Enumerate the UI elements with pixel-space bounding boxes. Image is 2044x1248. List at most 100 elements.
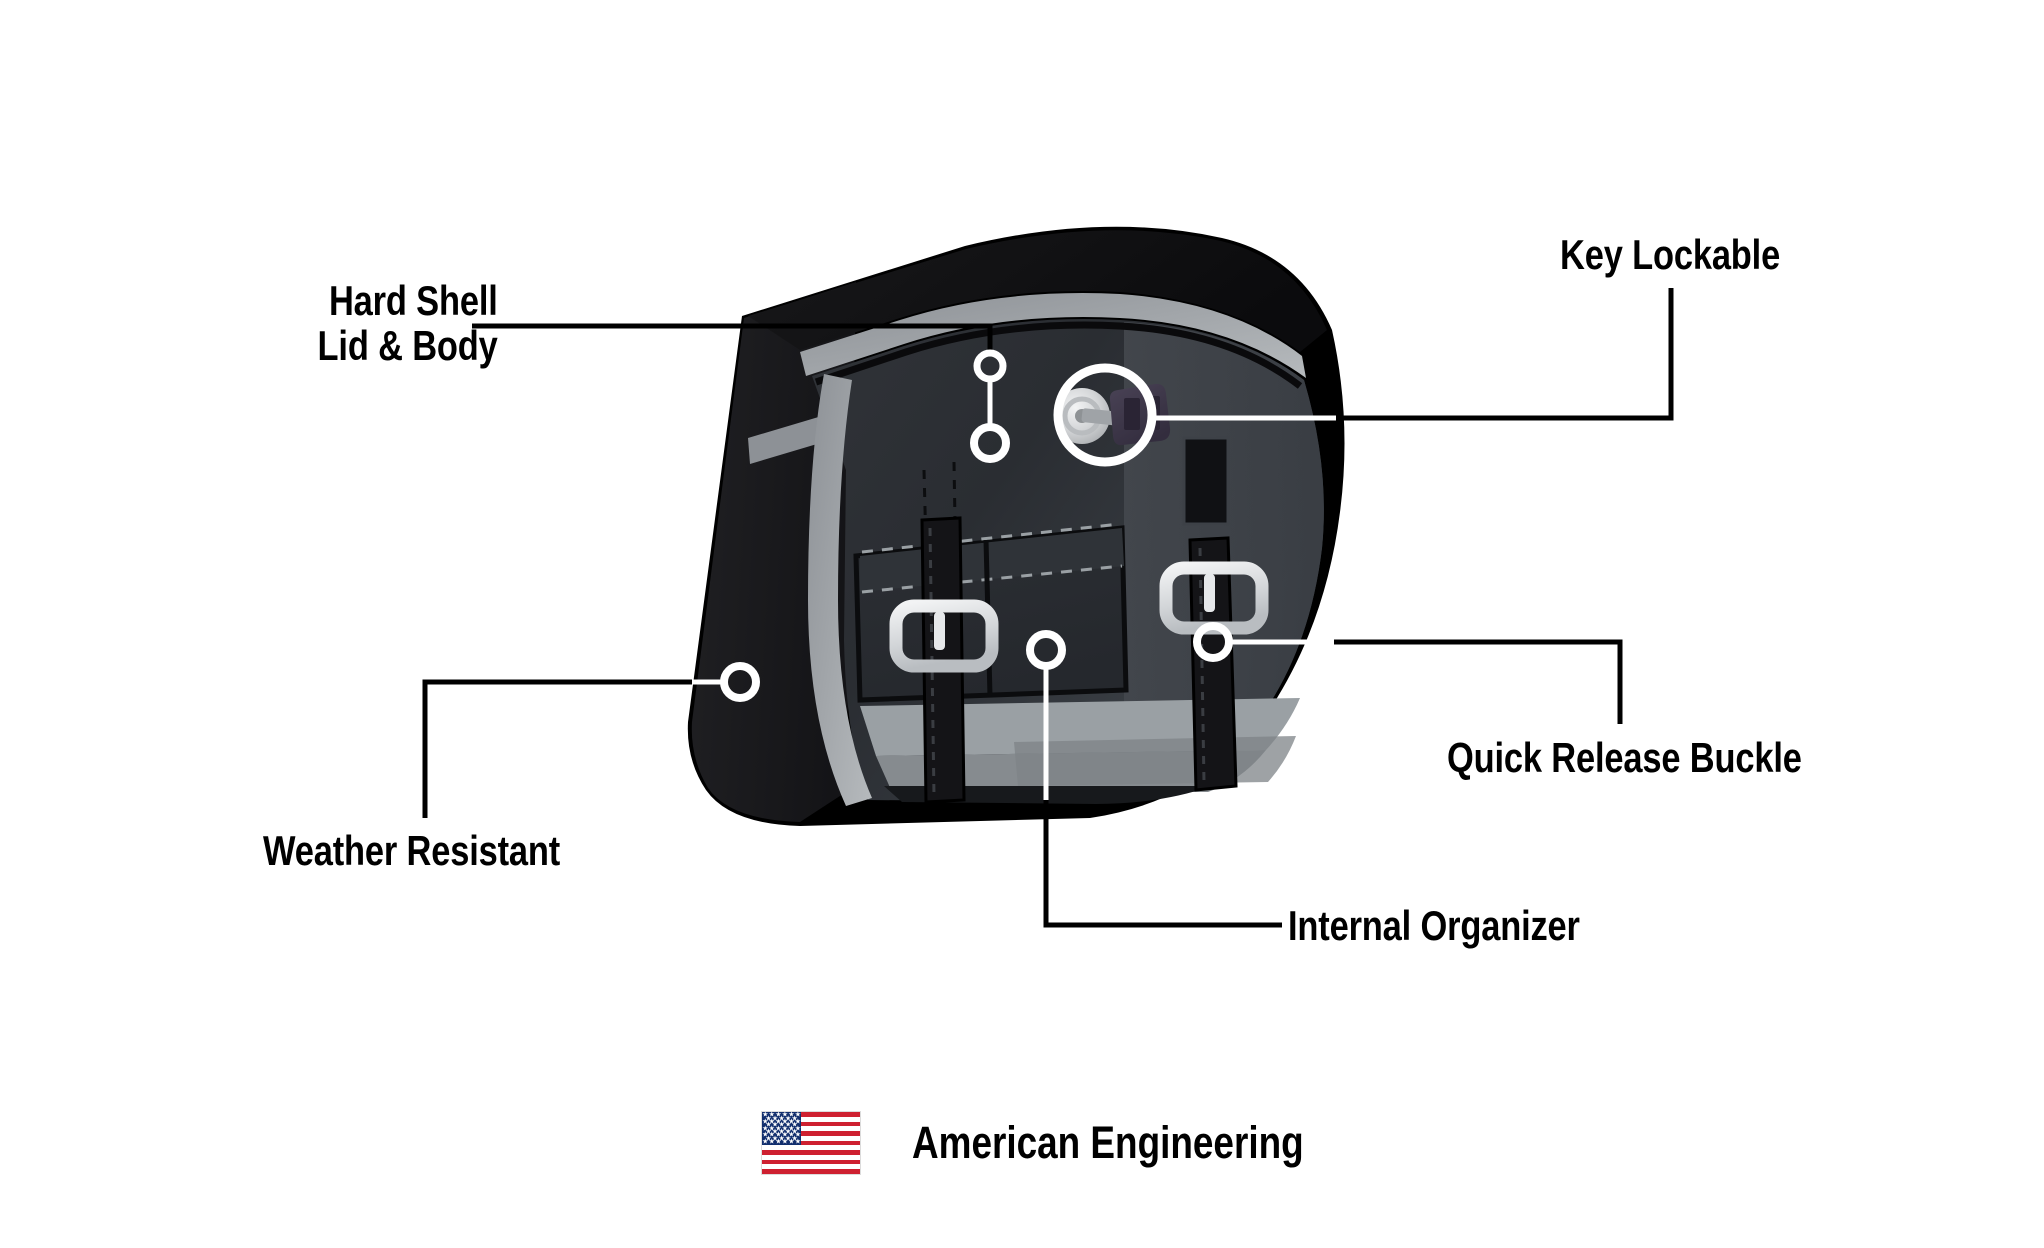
flag-star: ★ (794, 1138, 802, 1146)
flag-stripe (762, 1154, 860, 1160)
flag-star: ★ (768, 1118, 775, 1126)
flag-stripe (762, 1126, 860, 1132)
flag-stripe (762, 1116, 860, 1122)
flag-star: ★ (765, 1115, 772, 1123)
flag-star: ★ (784, 1115, 792, 1123)
leader-key-lockable-ring (1053, 363, 1157, 467)
leader-internal-organizer-line-black (1043, 800, 1282, 928)
flag-star: ★ (775, 1131, 782, 1139)
flag-star: ★ (788, 1111, 795, 1119)
flag-star: ★ (762, 1118, 769, 1126)
flag-star: ★ (778, 1128, 785, 1136)
callout-label-quick-release-buckle: Quick Release Buckle (1447, 734, 1802, 781)
callout-leaders (422, 288, 1674, 928)
flag-star: ★ (775, 1111, 782, 1119)
flag-star: ★ (775, 1118, 782, 1126)
bag-bottom-inner-shade (1014, 736, 1296, 786)
flag-star: ★ (791, 1128, 798, 1136)
flag-star: ★ (791, 1135, 798, 1143)
leader-hard-shell-line (472, 323, 993, 353)
key-lock-assembly (1054, 383, 1171, 446)
flag-star: ★ (765, 1121, 772, 1129)
flag-star: ★ (765, 1135, 772, 1143)
flag-stripe (762, 1135, 860, 1141)
lock-key-notch-1 (1124, 398, 1140, 430)
flag-star: ★ (762, 1125, 769, 1133)
flag-star: ★ (788, 1138, 795, 1146)
leader-quick-release (1193, 622, 1623, 724)
bag-velcro-patch (1182, 436, 1230, 526)
flag-star: ★ (771, 1115, 779, 1123)
right-strap-assembly (1159, 536, 1269, 792)
flag-star: ★ (781, 1131, 788, 1139)
flag-star: ★ (781, 1125, 788, 1133)
flag-star: ★ (762, 1131, 769, 1139)
flag-star: ★ (775, 1138, 782, 1146)
flag-star: ★ (768, 1131, 775, 1139)
flag-star: ★ (781, 1118, 788, 1126)
flag-star: ★ (788, 1131, 795, 1139)
bag-lid-seam (814, 321, 1303, 389)
organizer-pocket-stitch-second (861, 564, 1123, 594)
flag-star: ★ (771, 1121, 779, 1129)
flag-stripe (762, 1164, 860, 1170)
leader-key-lockable-line-black (1336, 288, 1674, 421)
flag-star: ★ (762, 1138, 769, 1146)
left-buckle-prong (934, 612, 945, 650)
flag-star: ★ (794, 1111, 802, 1119)
flag-star: ★ (784, 1121, 792, 1129)
flag-star: ★ (768, 1138, 775, 1146)
left-strap-assembly (889, 516, 999, 804)
flag-star: ★ (784, 1135, 792, 1143)
flag-star: ★ (771, 1128, 779, 1136)
leader-key-lockable (1053, 288, 1674, 467)
flag-star: ★ (784, 1128, 792, 1136)
flag-stripe (762, 1112, 860, 1117)
saddlebag-graphic (687, 226, 1345, 826)
callout-label-internal-organizer: Internal Organizer (1288, 902, 1580, 949)
bag-lid-top (748, 230, 1327, 352)
leader-hard-shell-marker-lid (973, 349, 1007, 383)
left-buckle-frame (889, 599, 999, 673)
flag-stripe (762, 1121, 860, 1127)
footer-badge: ★★★★★★★★★★★★★★★★★★★★★★★★★★★★★★★★★★★★★★★★… (762, 1112, 1390, 1174)
flag-star: ★ (778, 1121, 785, 1129)
flag-star: ★ (781, 1138, 788, 1146)
flag-stripe (762, 1159, 860, 1165)
right-buckle-prong (1204, 574, 1215, 612)
callout-label-weather-resistant: Weather Resistant (263, 827, 561, 874)
flag-star: ★ (762, 1111, 769, 1119)
flag-star: ★ (794, 1131, 802, 1139)
leader-hard-shell-marker-body (970, 423, 1010, 463)
flag-star: ★ (794, 1118, 802, 1126)
flag-canton: ★★★★★★★★★★★★★★★★★★★★★★★★★★★★★★★★★★★★★★★★… (762, 1111, 802, 1146)
flag-star: ★ (775, 1125, 782, 1133)
flag-star: ★ (794, 1125, 802, 1133)
flag-star: ★ (791, 1121, 798, 1129)
flag-star: ★ (778, 1115, 785, 1123)
flag-stripe (762, 1150, 860, 1155)
flag-star: ★ (765, 1128, 772, 1136)
flag-stripes (762, 1112, 860, 1174)
footer-text: American Engineering (912, 1117, 1304, 1168)
flag-star: ★ (781, 1111, 788, 1119)
leader-internal-organizer (1026, 630, 1282, 928)
callout-label-hard-shell: Hard Shell Lid & Body (317, 277, 498, 370)
flag-star: ★ (778, 1135, 785, 1143)
organizer-pocket-stitch-top (861, 522, 1121, 554)
flag-star: ★ (768, 1111, 775, 1119)
flag-stripe (762, 1169, 860, 1174)
flag-stripe (762, 1145, 860, 1151)
bag-edge-piping (808, 374, 872, 806)
leader-weather-resistant (422, 662, 760, 818)
flag-star: ★ (788, 1125, 795, 1133)
leader-quick-release-line-black (1334, 639, 1623, 724)
leader-hard-shell (472, 323, 1010, 463)
flag-star: ★ (768, 1125, 775, 1133)
bag-lid-trim-band (800, 293, 1306, 378)
right-strap-highlight (1198, 547, 1206, 783)
leader-weather-resistant-line-black (422, 679, 692, 818)
callout-label-key-lockable: Key Lockable (1560, 231, 1781, 278)
